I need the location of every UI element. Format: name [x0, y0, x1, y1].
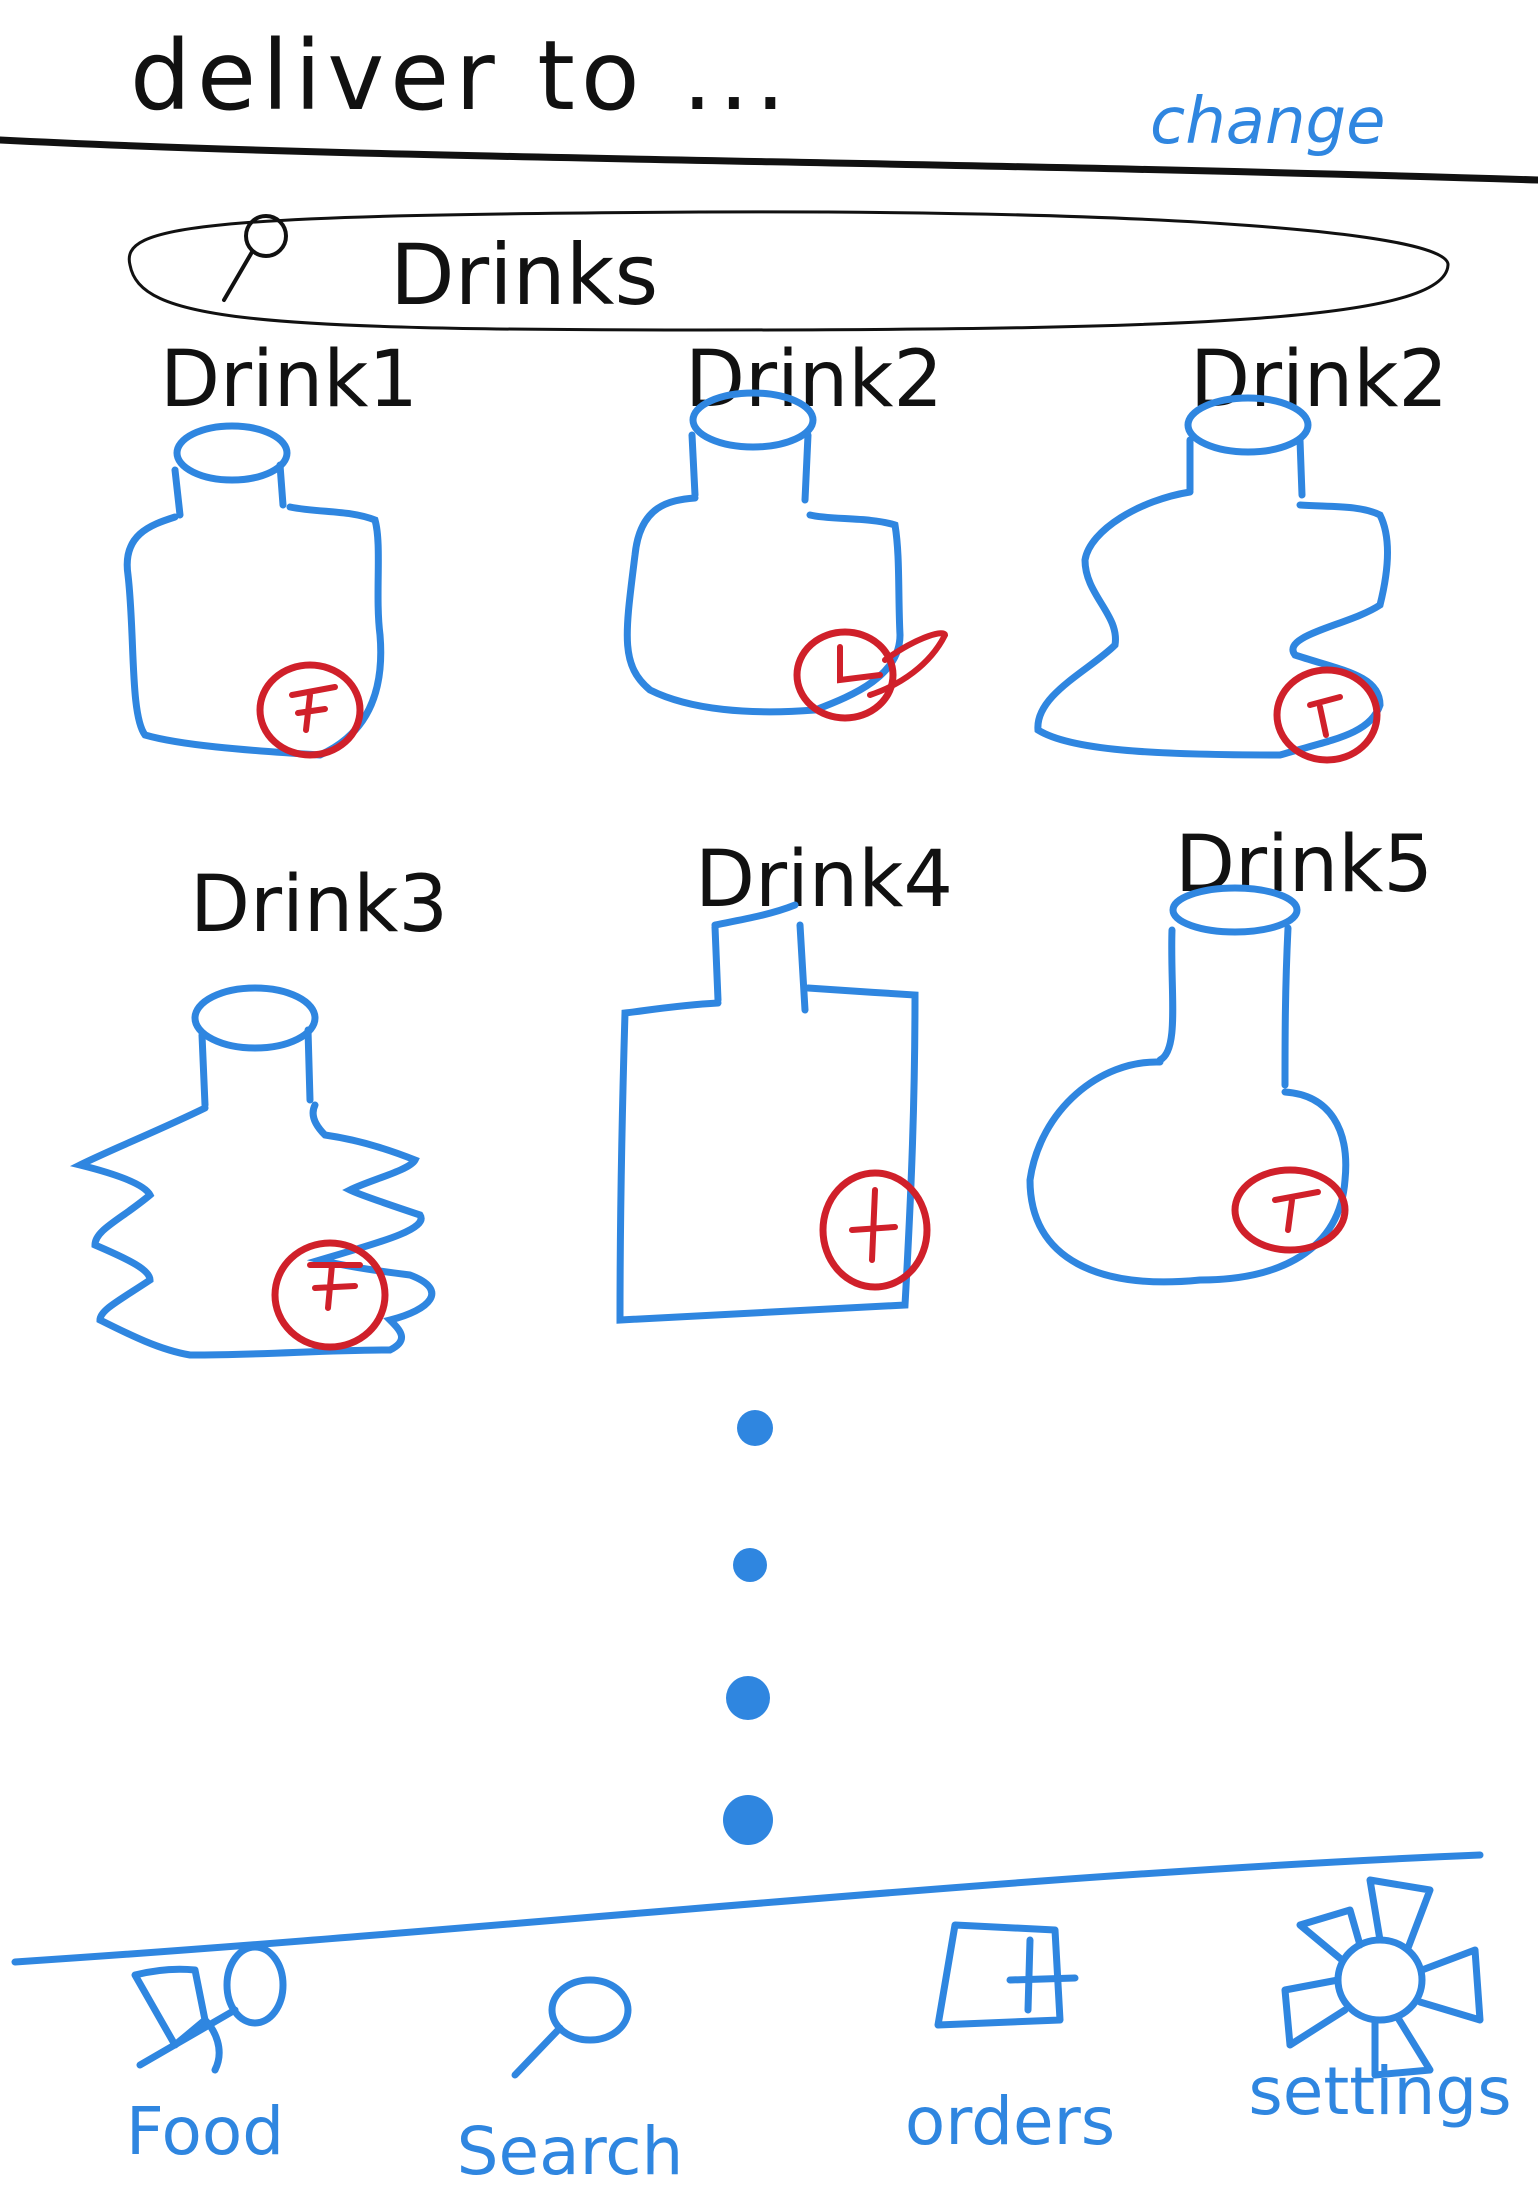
deliver-to-label: deliver to ...	[130, 20, 792, 132]
tab-label: orders	[904, 2083, 1116, 2160]
drink-name: Drink2	[1190, 335, 1449, 425]
drink-card[interactable]: Drink3	[69, 860, 490, 1360]
drink-card[interactable]: Drink4	[590, 835, 1010, 1335]
tab-food[interactable]: Food	[55, 1910, 355, 2170]
drink-card[interactable]: Drink1	[120, 335, 540, 835]
bottle-icon	[69, 984, 436, 1359]
bottle-icon	[1026, 884, 1350, 1286]
search-icon	[222, 214, 288, 302]
drink-name: Drink1	[160, 335, 419, 425]
drink-name: Drink4	[695, 835, 954, 925]
tab-search[interactable]: Search	[420, 1930, 720, 2190]
tab-orders[interactable]: orders	[860, 1900, 1160, 2160]
tab-label: Search	[456, 2113, 684, 2190]
drink-card[interactable]: Drink2	[600, 335, 1020, 835]
bottle-icon	[123, 422, 385, 759]
drink-name: Drink3	[190, 860, 449, 950]
drink-card[interactable]: Drink2	[1030, 335, 1450, 835]
change-address-link[interactable]: change	[1150, 85, 1386, 159]
food-icon	[131, 1943, 287, 2074]
gear-icon	[1281, 1876, 1484, 2079]
search-input[interactable]	[125, 210, 1450, 330]
orders-icon	[934, 1921, 1079, 2029]
bottle-icon	[616, 901, 931, 1324]
tab-label: settings	[1248, 2053, 1512, 2130]
bottle-icon	[623, 389, 949, 722]
tab-label: Food	[125, 2093, 285, 2170]
search-value: Drinks	[390, 226, 659, 324]
tab-settings[interactable]: settings	[1230, 1870, 1530, 2130]
drink-name: Drink5	[1175, 820, 1434, 910]
drink-name: Drink2	[685, 335, 944, 425]
bottle-icon	[1034, 394, 1391, 764]
drink-card[interactable]: Drink5	[1020, 820, 1440, 1320]
search-icon	[511, 1976, 632, 2079]
